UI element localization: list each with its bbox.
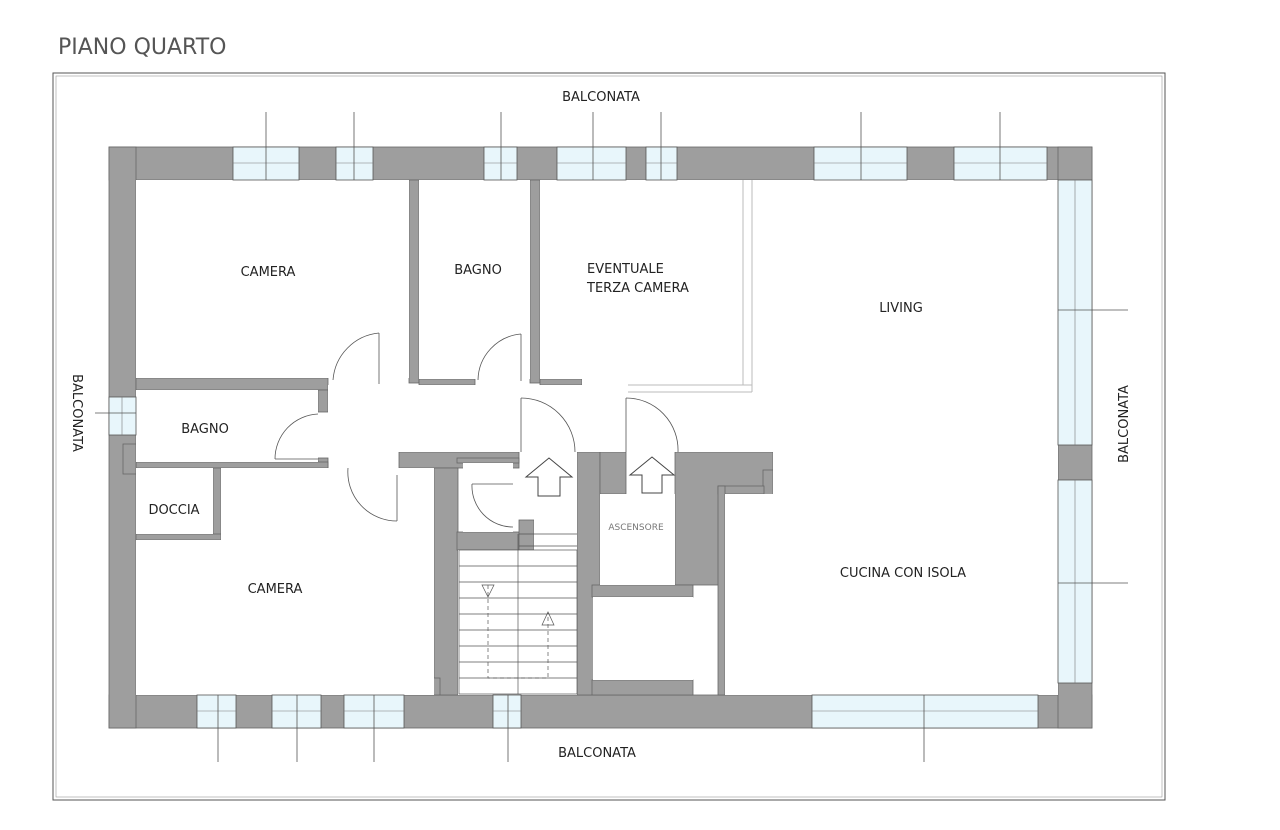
doors <box>274 332 679 528</box>
balcony-label-top: BALCONATA <box>562 90 640 105</box>
room-interiors <box>136 180 1058 695</box>
window-glazing-lines <box>121 162 1076 712</box>
balcony-border-outer <box>52 72 1166 801</box>
staircase <box>458 533 578 695</box>
balcony-dimension-lines <box>95 112 1128 762</box>
up-arrow-icon <box>524 457 574 497</box>
plan-title: PIANO QUARTO <box>58 35 226 60</box>
balcony-border-inner <box>55 75 1163 798</box>
room-label-living: LIVING <box>879 301 923 316</box>
room-label-eventuale-1: EVENTUALE <box>587 262 664 277</box>
balcony-label-left: BALCONATA <box>69 374 84 452</box>
room-label-ascensore: ASCENSORE <box>608 523 664 533</box>
room-label-cucina: CUCINA CON ISOLA <box>840 566 966 581</box>
room-label-camera-top: CAMERA <box>241 265 296 280</box>
up-arrow-icon <box>628 456 676 494</box>
room-label-eventuale-2: TERZA CAMERA <box>586 281 689 296</box>
balcony-label-right: BALCONATA <box>1117 385 1132 463</box>
room-label-bagno-top: BAGNO <box>454 263 502 278</box>
room-label-camera-bottom: CAMERA <box>248 582 303 597</box>
up-arrows <box>524 456 676 497</box>
room-label-bagno-left: BAGNO <box>181 422 229 437</box>
balcony-label-bottom: BALCONATA <box>558 746 636 761</box>
optional-partition <box>628 180 753 393</box>
room-label-doccia: DOCCIA <box>148 503 199 518</box>
